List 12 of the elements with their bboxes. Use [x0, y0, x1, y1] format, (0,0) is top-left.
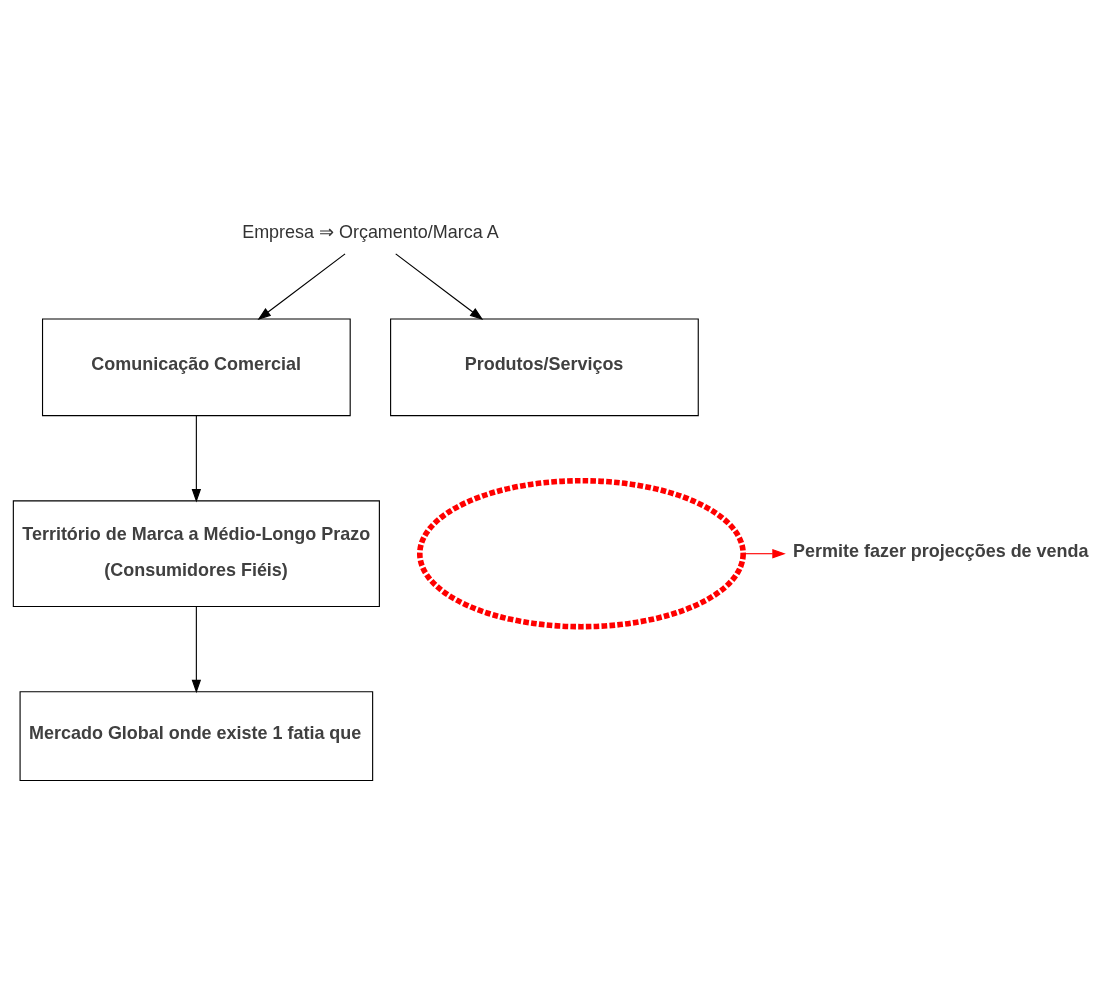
node-text: Permite fazer projecções de venda	[793, 540, 1089, 561]
arrow	[191, 606, 202, 694]
node-text: Empresa ⇒ Orçamento/Marca A	[242, 221, 499, 242]
node-box: Mercado Global onde existe 1 fatia que	[19, 691, 374, 782]
node-box: Produtos/Serviços	[390, 318, 699, 417]
node-ellipse	[417, 477, 746, 630]
arrow	[191, 415, 202, 503]
arrow	[257, 253, 346, 320]
arrow	[742, 549, 786, 559]
node-box: Território de Marca a Médio-Longo Prazo (Consumidores Fiéis)	[12, 500, 380, 608]
node-box: Comunicação Comercial	[42, 318, 351, 417]
arrow	[395, 253, 484, 320]
